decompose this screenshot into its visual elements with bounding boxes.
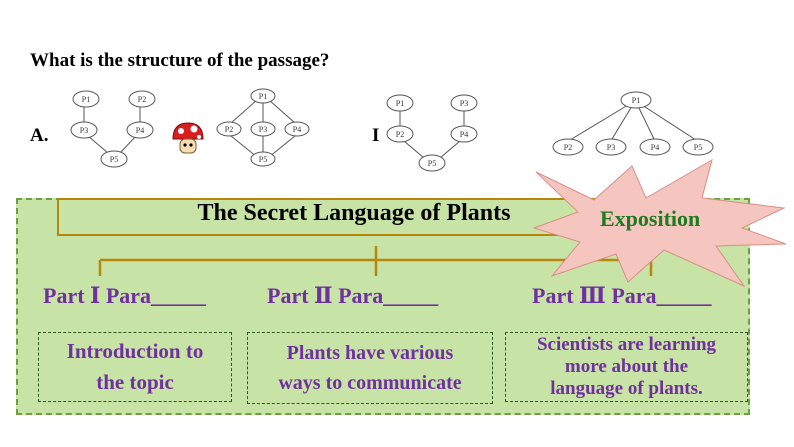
part-2-label: Part Ⅱ Para_____ xyxy=(267,283,439,308)
part-2-summary-line: ways to communicate xyxy=(278,372,462,394)
diagram-c-node: P2 xyxy=(396,130,404,139)
part-3-summary-box: Scientists are learning more about the l… xyxy=(505,332,748,402)
diagram-b-node: P5 xyxy=(259,155,267,164)
diagram-c-node: P5 xyxy=(428,159,436,168)
diagram-b: P1 P2 P3 P4 P5 xyxy=(216,88,310,167)
diagram-b-node: P1 xyxy=(259,92,267,101)
diagram-a-node: P3 xyxy=(80,126,88,135)
diagram-b-node: P4 xyxy=(293,125,301,134)
part-3-summary-line: Scientists are learning xyxy=(536,334,717,355)
part-2-summary-line: Plants have various xyxy=(286,342,454,364)
part-3-label: Part Ⅲ Para_____ xyxy=(532,283,712,308)
question-text: What is the structure of the passage? xyxy=(30,50,330,71)
diagram-c-node: P1 xyxy=(396,99,404,108)
diagram-a-node: P5 xyxy=(110,155,118,164)
diagram-c-node: P3 xyxy=(460,99,468,108)
diagram-b-node: P3 xyxy=(259,125,267,134)
diagram-d-node: P3 xyxy=(607,143,615,152)
mushroom-icon[interactable] xyxy=(170,120,206,156)
option-b-label[interactable]: I xyxy=(372,125,380,146)
diagram-d-node: P2 xyxy=(564,143,572,152)
diagram-a-node: P4 xyxy=(136,126,144,135)
diagram-d-node: P5 xyxy=(694,143,702,152)
part-1-summary-box: Introduction to the topic xyxy=(38,332,232,402)
diagram-c-node: P4 xyxy=(460,130,468,139)
option-a-label[interactable]: A. xyxy=(30,125,49,146)
passage-title: The Secret Language of Plants xyxy=(197,200,511,226)
part-3-summary-line: language of plants. xyxy=(550,378,703,399)
diagram-a: P1 P2 P3 P4 P5 xyxy=(70,90,156,168)
exposition-badge: Exposition xyxy=(600,206,701,231)
part-1-label: Part Ⅰ Para_____ xyxy=(43,283,207,308)
diagram-b-node: P2 xyxy=(225,125,233,134)
part-3-summary-line: more about the xyxy=(564,356,689,377)
part-1-summary-line: the topic xyxy=(96,370,174,394)
part-1-summary-line: Introduction to xyxy=(66,339,204,363)
part-2-summary-box: Plants have various ways to communicate xyxy=(247,332,493,404)
diagram-d-node: P1 xyxy=(632,96,640,105)
diagram-a-node: P1 xyxy=(82,95,90,104)
diagram-a-node: P2 xyxy=(138,95,146,104)
diagram-d-node: P4 xyxy=(651,143,659,152)
diagram-c: P1 P3 P2 P4 P5 xyxy=(386,94,478,172)
diagram-d: P1 P2 P3 P4 P5 xyxy=(552,91,714,156)
starburst-shape xyxy=(532,158,787,288)
